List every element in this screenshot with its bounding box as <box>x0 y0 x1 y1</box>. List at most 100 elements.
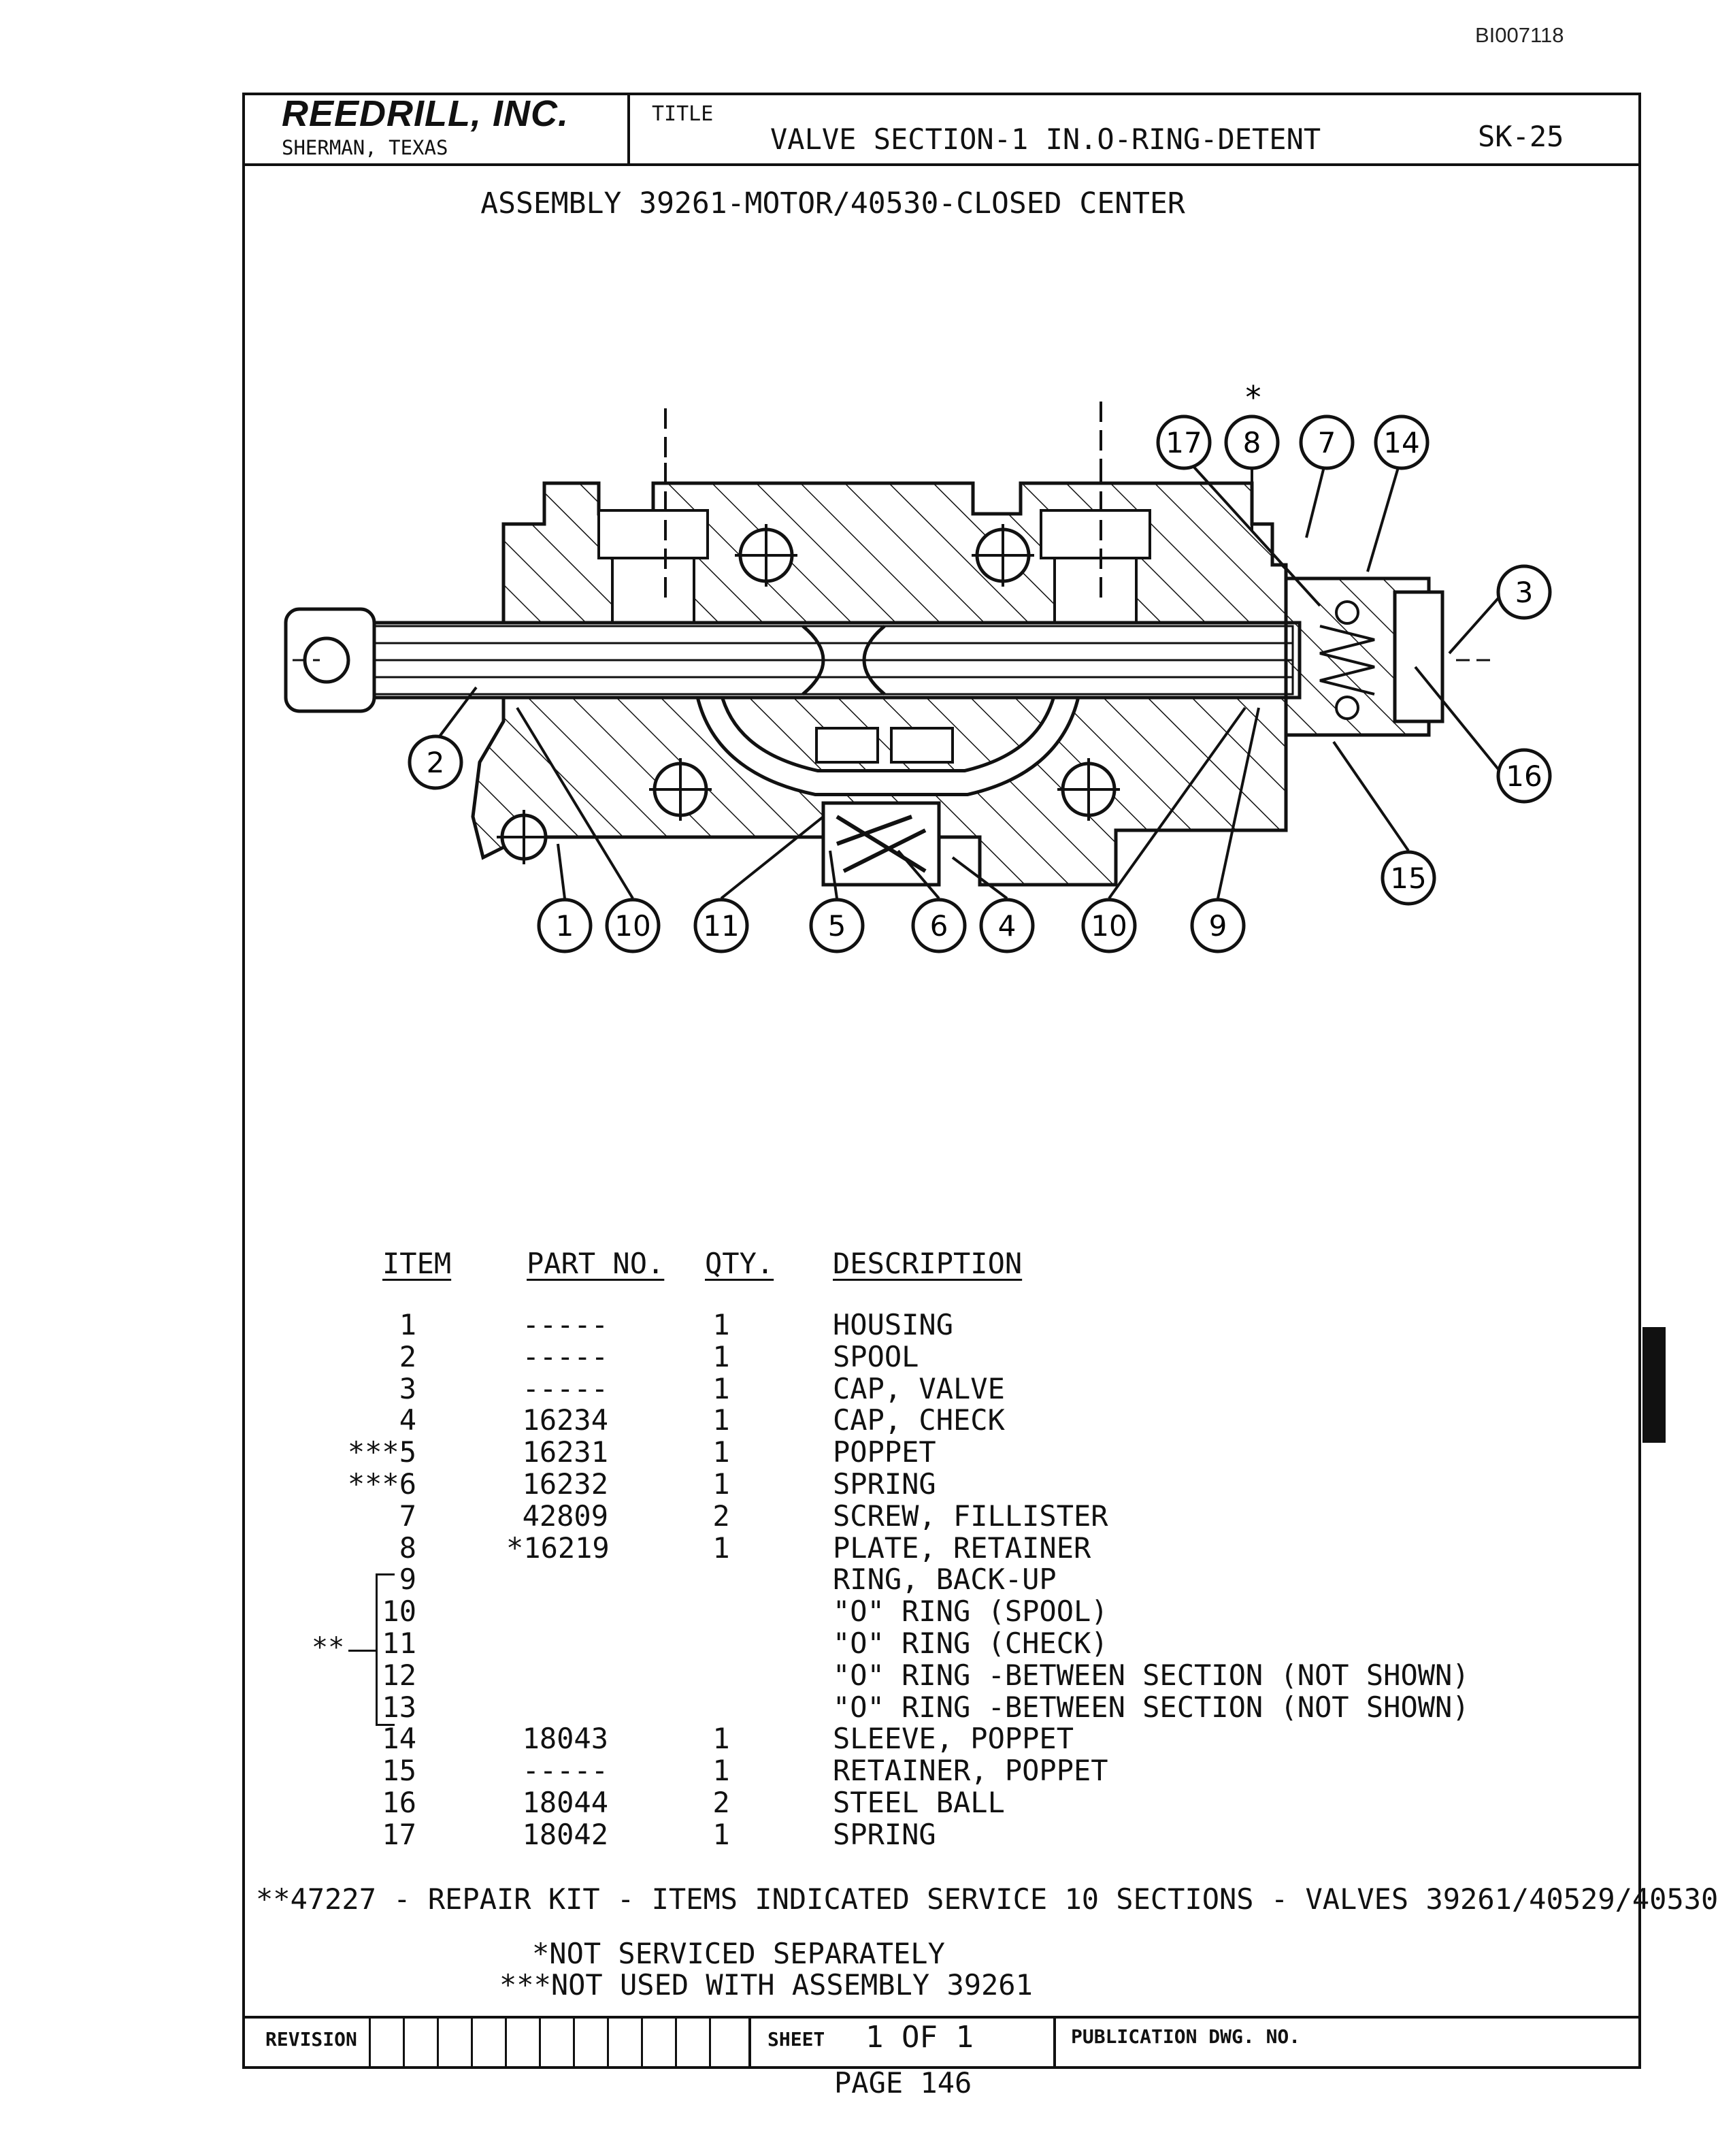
table-cell-item-number: ***5 <box>347 1435 416 1469</box>
table-cell-quantity: 1 <box>712 1754 730 1788</box>
revision-cell <box>369 2016 371 2066</box>
table-cell-quantity: 1 <box>712 1467 730 1501</box>
callout-circle <box>605 898 661 953</box>
drawing-number: SK-25 <box>1478 120 1564 153</box>
table-cell-item-number: 12 <box>382 1658 416 1692</box>
table-cell-quantity: 2 <box>712 1499 730 1533</box>
scan-edge-mark <box>1642 1327 1666 1443</box>
table-cell-part-number: 18042 <box>522 1817 608 1851</box>
callout-circle <box>1299 414 1355 470</box>
table-cell-description: CAP, VALVE <box>833 1371 1005 1405</box>
callout-circle <box>1496 564 1552 620</box>
drawing-title: VALVE SECTION-1 IN.O-RING-DETENT <box>770 122 1321 156</box>
table-cell-item-number: 7 <box>399 1499 416 1533</box>
sheet-label: SHEET <box>767 2028 825 2051</box>
table-cell-quantity: 1 <box>712 1722 730 1756</box>
table-cell-description: SCREW, FILLISTER <box>833 1499 1108 1533</box>
table-cell-quantity: 1 <box>712 1817 730 1851</box>
table-cell-part-number: 16234 <box>522 1403 608 1437</box>
callout-label: 4 <box>998 909 1017 943</box>
table-cell-item-number: 14 <box>382 1722 416 1756</box>
table-cell-part-number: ----- <box>522 1371 608 1405</box>
publication-dwg-label: PUBLICATION DWG. NO. <box>1071 2025 1301 2048</box>
table-cell-part-number: 18043 <box>522 1722 608 1756</box>
table-cell-item-number: 1 <box>399 1308 416 1341</box>
revision-cell <box>539 2016 541 2066</box>
table-cell-part-number: *16219 <box>506 1531 610 1565</box>
callout-circle <box>693 898 749 953</box>
callout-label: 8 <box>1243 426 1261 459</box>
callout-label: 14 <box>1383 426 1419 459</box>
column-header-item: ITEM <box>382 1247 452 1280</box>
table-cell-item-number: 3 <box>399 1371 416 1405</box>
callout-circle <box>1190 898 1246 953</box>
table-cell-quantity: 1 <box>712 1371 730 1405</box>
footer-divider <box>242 2016 1641 2019</box>
table-cell-item-number: 11 <box>382 1627 416 1660</box>
revision-boxes <box>242 2016 753 2069</box>
detent-end-cap <box>1284 576 1444 737</box>
column-header-quantity: QTY. <box>705 1247 774 1280</box>
table-cell-item-number: 13 <box>382 1690 416 1724</box>
callout-label: 5 <box>828 909 846 943</box>
callout-label: 15 <box>1390 862 1426 895</box>
column-header-description: DESCRIPTION <box>833 1247 1023 1280</box>
callout-label: 16 <box>1506 760 1542 793</box>
table-cell-description: SPOOL <box>833 1339 919 1373</box>
table-cell-description: "O" RING -BETWEEN SECTION (NOT SHOWN) <box>833 1658 1470 1692</box>
callout-label: 2 <box>427 746 445 779</box>
table-cell-part-number: 18044 <box>522 1786 608 1819</box>
table-cell-description: STEEL BALL <box>833 1786 1005 1819</box>
table-cell-item-number: 16 <box>382 1786 416 1819</box>
table-cell-description: CAP, CHECK <box>833 1403 1005 1437</box>
page-number: PAGE 146 <box>834 2066 972 2100</box>
document-id: BI007118 <box>1475 23 1564 47</box>
note-repair-kit: **47227 - REPAIR KIT - ITEMS INDICATED S… <box>256 1882 1718 1916</box>
callout-circle <box>1081 898 1137 953</box>
table-cell-part-number: 42809 <box>522 1499 608 1533</box>
callout-label: 17 <box>1166 426 1202 459</box>
port-center-marks <box>293 402 1497 864</box>
revision-cell <box>641 2016 643 2066</box>
table-cell-part-number: ----- <box>522 1308 608 1341</box>
callout-label: 6 <box>930 909 948 943</box>
revision-cell <box>607 2016 609 2066</box>
revision-cell <box>573 2016 575 2066</box>
callout-circle <box>1156 414 1212 470</box>
assembly-caption: ASSEMBLY 39261-MOTOR/40530-CLOSED CENTER <box>480 186 1185 220</box>
table-cell-quantity: 1 <box>712 1531 730 1565</box>
table-cell-item-number: 15 <box>382 1754 416 1788</box>
revision-cell <box>437 2016 439 2066</box>
valve-spool <box>284 607 1302 713</box>
repair-kit-bracket-tick <box>348 1650 376 1652</box>
drawing-frame <box>242 93 1641 2069</box>
revision-cell <box>675 2016 677 2066</box>
revision-cell <box>403 2016 405 2066</box>
revision-cell <box>471 2016 473 2066</box>
revision-cell <box>709 2016 711 2066</box>
callout-circle <box>408 734 463 790</box>
table-cell-item-number: ***6 <box>347 1467 416 1501</box>
callout-label: 1 <box>556 909 574 943</box>
table-cell-quantity: 1 <box>712 1308 730 1341</box>
callout-circle <box>809 898 865 953</box>
table-cell-item-number: 17 <box>382 1817 416 1851</box>
table-cell-quantity: 1 <box>712 1339 730 1373</box>
revision-cell <box>505 2016 507 2066</box>
callout-star-mark: * <box>1244 379 1263 416</box>
table-cell-item-number: 10 <box>382 1595 416 1629</box>
note-not-serviced: *NOT SERVICED SEPARATELY <box>532 1937 945 1970</box>
title-block-divider <box>242 163 1641 166</box>
table-cell-description: SPRING <box>833 1467 936 1501</box>
table-cell-part-number: 16231 <box>522 1435 608 1469</box>
callout-label: 11 <box>703 909 739 943</box>
table-cell-description: "O" RING (SPOOL) <box>833 1595 1108 1629</box>
callout-label: 10 <box>1091 909 1127 943</box>
table-cell-quantity: 1 <box>712 1435 730 1469</box>
revision-label: REVISION <box>265 2028 357 2051</box>
table-cell-item-number: 8 <box>399 1531 416 1565</box>
callout-circle <box>1496 748 1552 804</box>
company-location: SHERMAN, TEXAS <box>282 136 448 159</box>
